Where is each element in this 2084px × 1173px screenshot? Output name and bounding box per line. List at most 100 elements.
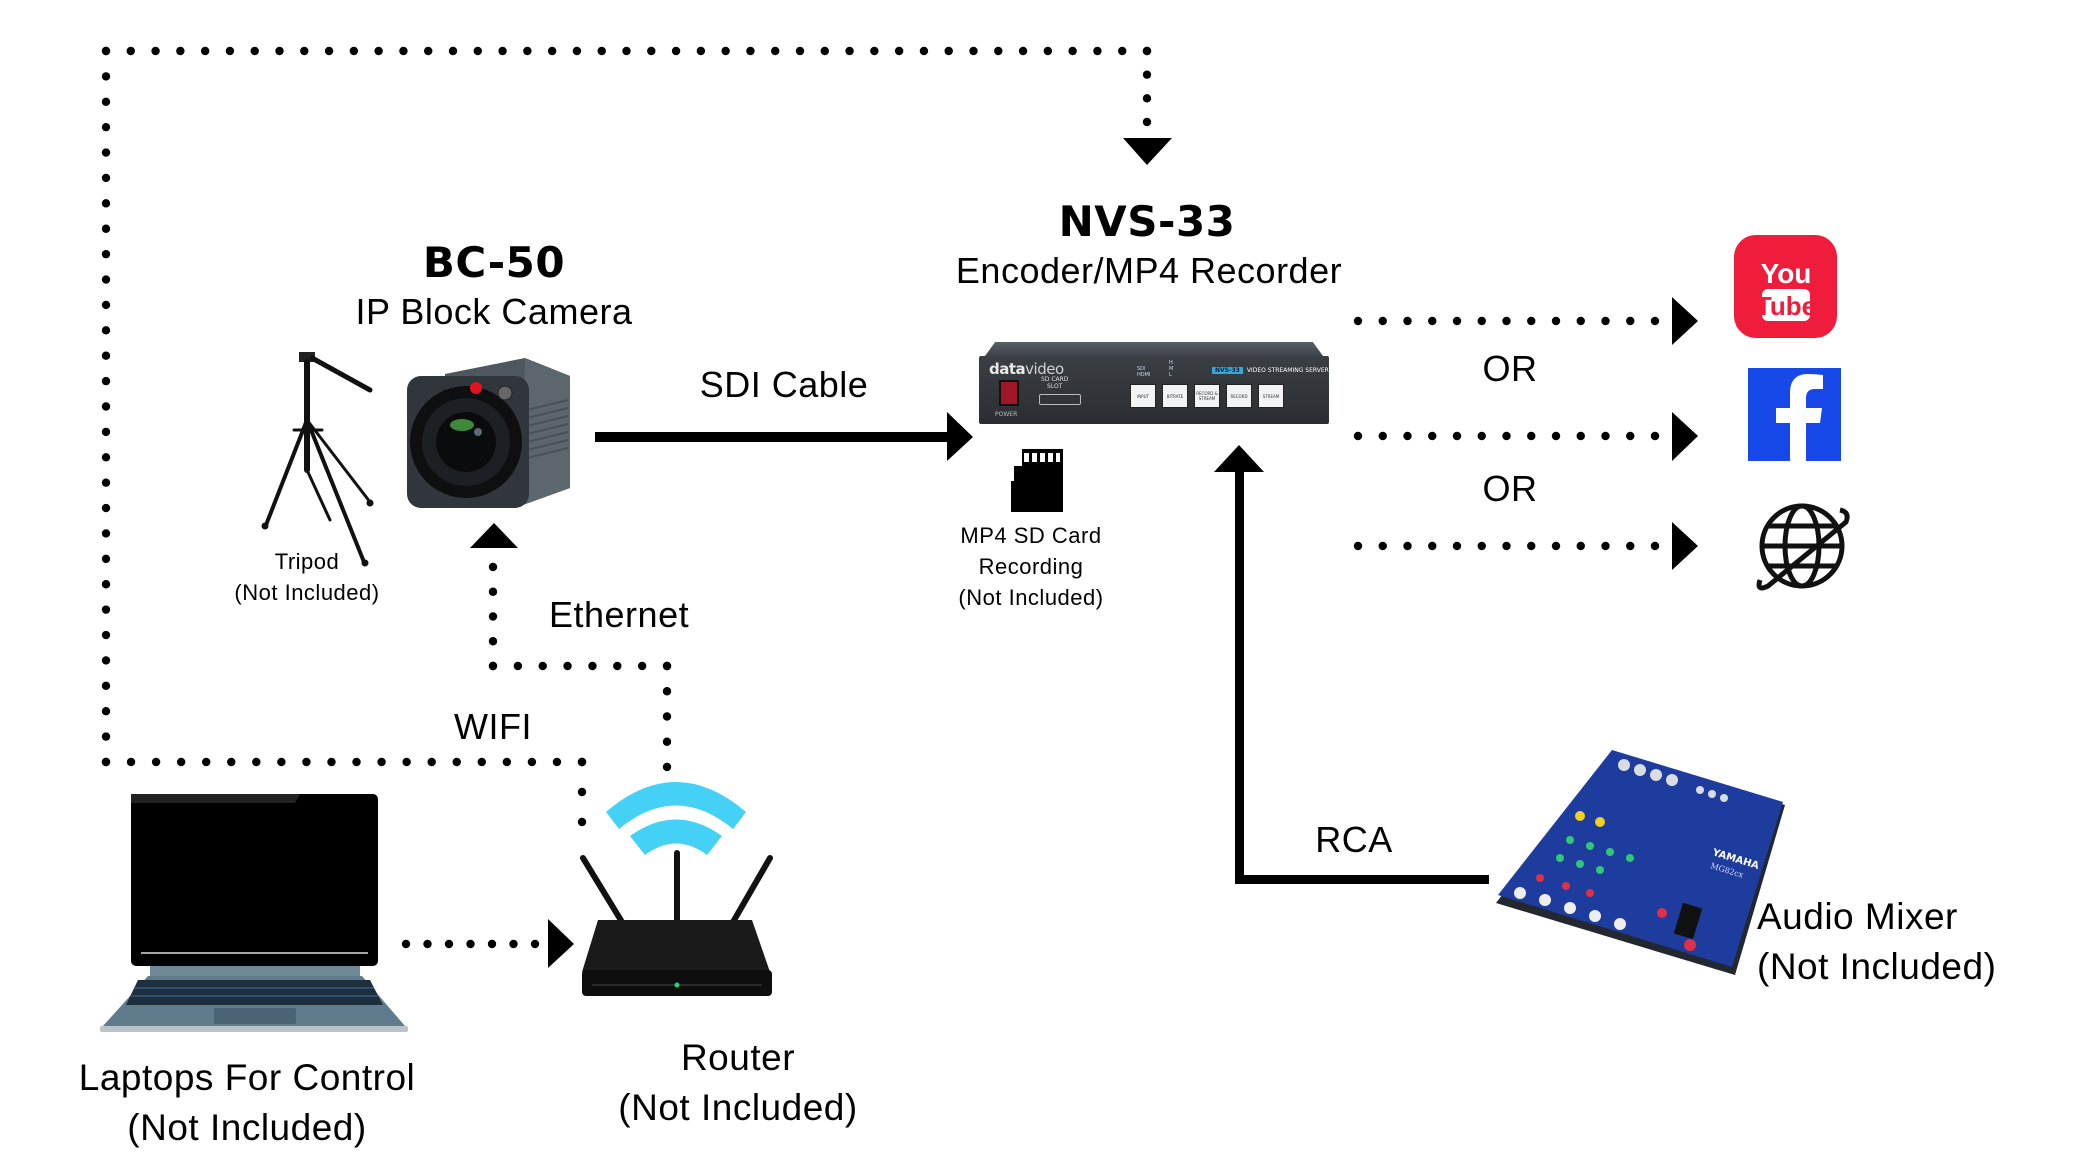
- ethernet-router-drop-dot: [662, 687, 672, 696]
- ethernet-across-dot: [488, 661, 498, 671]
- wifi-bottom-line-dot: [277, 757, 286, 767]
- wifi-top-line-dot: [374, 46, 383, 56]
- laptop-router-line-dot: [466, 939, 475, 949]
- wifi-top-line-dot: [399, 46, 408, 56]
- wifi-left-line-dot: [101, 605, 111, 614]
- wifi-right-drop-dot: [1142, 117, 1152, 127]
- wifi-top-line-dot: [151, 46, 160, 56]
- ethernet-across-dot: [513, 661, 523, 671]
- wifi-left-line-dot: [101, 427, 111, 437]
- globe-icon[interactable]: [1756, 503, 1850, 591]
- output-youtube-line-dot: [1403, 316, 1412, 326]
- output-youtube-line-dot: [1650, 316, 1660, 326]
- laptop-router-line-dot: [487, 939, 497, 949]
- wifi-left-line-dot: [101, 249, 111, 259]
- output-web-line-dot: [1353, 541, 1363, 551]
- encoder-model-title: NVS-33: [1058, 197, 1236, 246]
- router-label: Router (Not Included): [618, 1033, 857, 1133]
- wifi-top-line-dot: [622, 46, 631, 56]
- wifi-top-line-dot: [597, 46, 606, 56]
- wifi-bottom-line-dot: [227, 757, 236, 767]
- wifi-router-drop-dot: [577, 787, 587, 797]
- laptop-image: [100, 794, 408, 1032]
- sd-card-slot[interactable]: [1039, 394, 1081, 405]
- wifi-signal-icon: [606, 782, 746, 855]
- tripod-name: Tripod: [274, 549, 340, 574]
- wifi-top-line-dot: [746, 46, 755, 56]
- wifi-left-line-dot: [101, 478, 111, 487]
- output-arrowhead-youtube: [1672, 297, 1698, 345]
- youtube-icon[interactable]: You Tube: [1734, 235, 1837, 338]
- wifi-left-line-dot: [101, 681, 111, 691]
- ethernet-across-dot: [637, 661, 647, 671]
- wifi-top-line-dot: [795, 46, 805, 56]
- wifi-top-line-dot: [647, 46, 656, 56]
- youtube-tube-text: Tube: [1756, 291, 1816, 321]
- mixer-note: (Not Included): [1757, 946, 1997, 987]
- wifi-bottom-line-dot: [302, 757, 311, 767]
- datavideo-logo: datavideo: [989, 360, 1064, 378]
- output-youtube-line-dot: [1452, 316, 1462, 326]
- wifi-top-line-dot: [1043, 46, 1053, 56]
- output-facebook-line-dot: [1551, 431, 1561, 441]
- wifi-bottom-line-dot: [202, 757, 211, 767]
- model-badge: NVS-33: [1212, 367, 1243, 374]
- wifi-top-line-dot: [424, 46, 433, 56]
- wifi-top-line-dot: [275, 46, 284, 56]
- wifi-bottom-line-dot: [377, 757, 386, 767]
- wifi-top-line-dot: [919, 46, 929, 56]
- record-stream-button[interactable]: RECORD & STREAM: [1194, 384, 1220, 408]
- mixer-label: Audio Mixer (Not Included): [1757, 892, 1996, 992]
- laptop-router-line-dot: [444, 939, 454, 949]
- sdi-cable-label: SDI Cable: [699, 364, 869, 405]
- output-facebook-line-dot: [1353, 431, 1363, 441]
- power-switch[interactable]: [999, 380, 1019, 406]
- output-web-line-dot: [1428, 541, 1437, 551]
- wifi-left-line-dot: [101, 275, 111, 284]
- record-button[interactable]: RECORD: [1226, 384, 1252, 408]
- laptop-note: (Not Included): [127, 1107, 367, 1148]
- wifi-bottom-line-dot: [552, 757, 562, 767]
- ethernet-router-drop-dot: [662, 712, 672, 721]
- power-label: POWER: [995, 411, 1018, 418]
- wifi-top-line-dot: [448, 46, 458, 56]
- tripod-image: [261, 352, 374, 567]
- output-facebook-line-dot: [1527, 431, 1536, 441]
- wifi-top-line-dot: [696, 46, 706, 56]
- wifi-top-line-dot: [498, 46, 507, 56]
- output-facebook-line-dot: [1477, 431, 1486, 441]
- output-youtube-line-dot: [1551, 316, 1561, 326]
- output-web-line-dot: [1452, 541, 1462, 551]
- ethernet-up-dot: [488, 612, 498, 621]
- output-facebook-line-dot: [1650, 431, 1660, 441]
- input-button[interactable]: INPUT: [1130, 384, 1156, 408]
- ethernet-router-drop-dot: [662, 762, 672, 772]
- rca-arrowhead: [1214, 445, 1264, 472]
- output-youtube-line-dot: [1601, 316, 1610, 326]
- output-web-line-dot: [1551, 541, 1561, 551]
- laptop-to-router-arrowhead: [548, 919, 574, 968]
- output-web-line-dot: [1527, 541, 1536, 551]
- facebook-icon[interactable]: [1748, 368, 1841, 461]
- bitrate-button[interactable]: BITRATE: [1162, 384, 1188, 408]
- output-youtube-line-dot: [1576, 316, 1585, 326]
- wifi-router-drop-dot: [577, 757, 587, 767]
- wifi-top-line-dot: [349, 46, 359, 56]
- output-facebook-line-dot: [1428, 431, 1437, 441]
- camera-model-title: BC-50: [422, 238, 566, 287]
- wifi-router-drop-dot: [577, 817, 587, 827]
- wifi-bottom-line-dot: [176, 757, 186, 767]
- output-web-line-dot: [1502, 541, 1511, 551]
- wifi-top-line-dot: [473, 46, 482, 56]
- wifi-left-line-dot: [101, 732, 111, 741]
- wifi-top-line-dot: [126, 46, 135, 56]
- wifi-bottom-line-dot: [352, 757, 361, 767]
- rca-line-horizontal: [1235, 875, 1489, 884]
- stream-button[interactable]: STREAM: [1258, 384, 1284, 408]
- output-web-line-dot: [1576, 541, 1585, 551]
- wifi-top-line-dot: [324, 46, 334, 56]
- wifi-left-line-dot: [101, 300, 111, 310]
- wifi-right-drop-dot: [1142, 70, 1152, 79]
